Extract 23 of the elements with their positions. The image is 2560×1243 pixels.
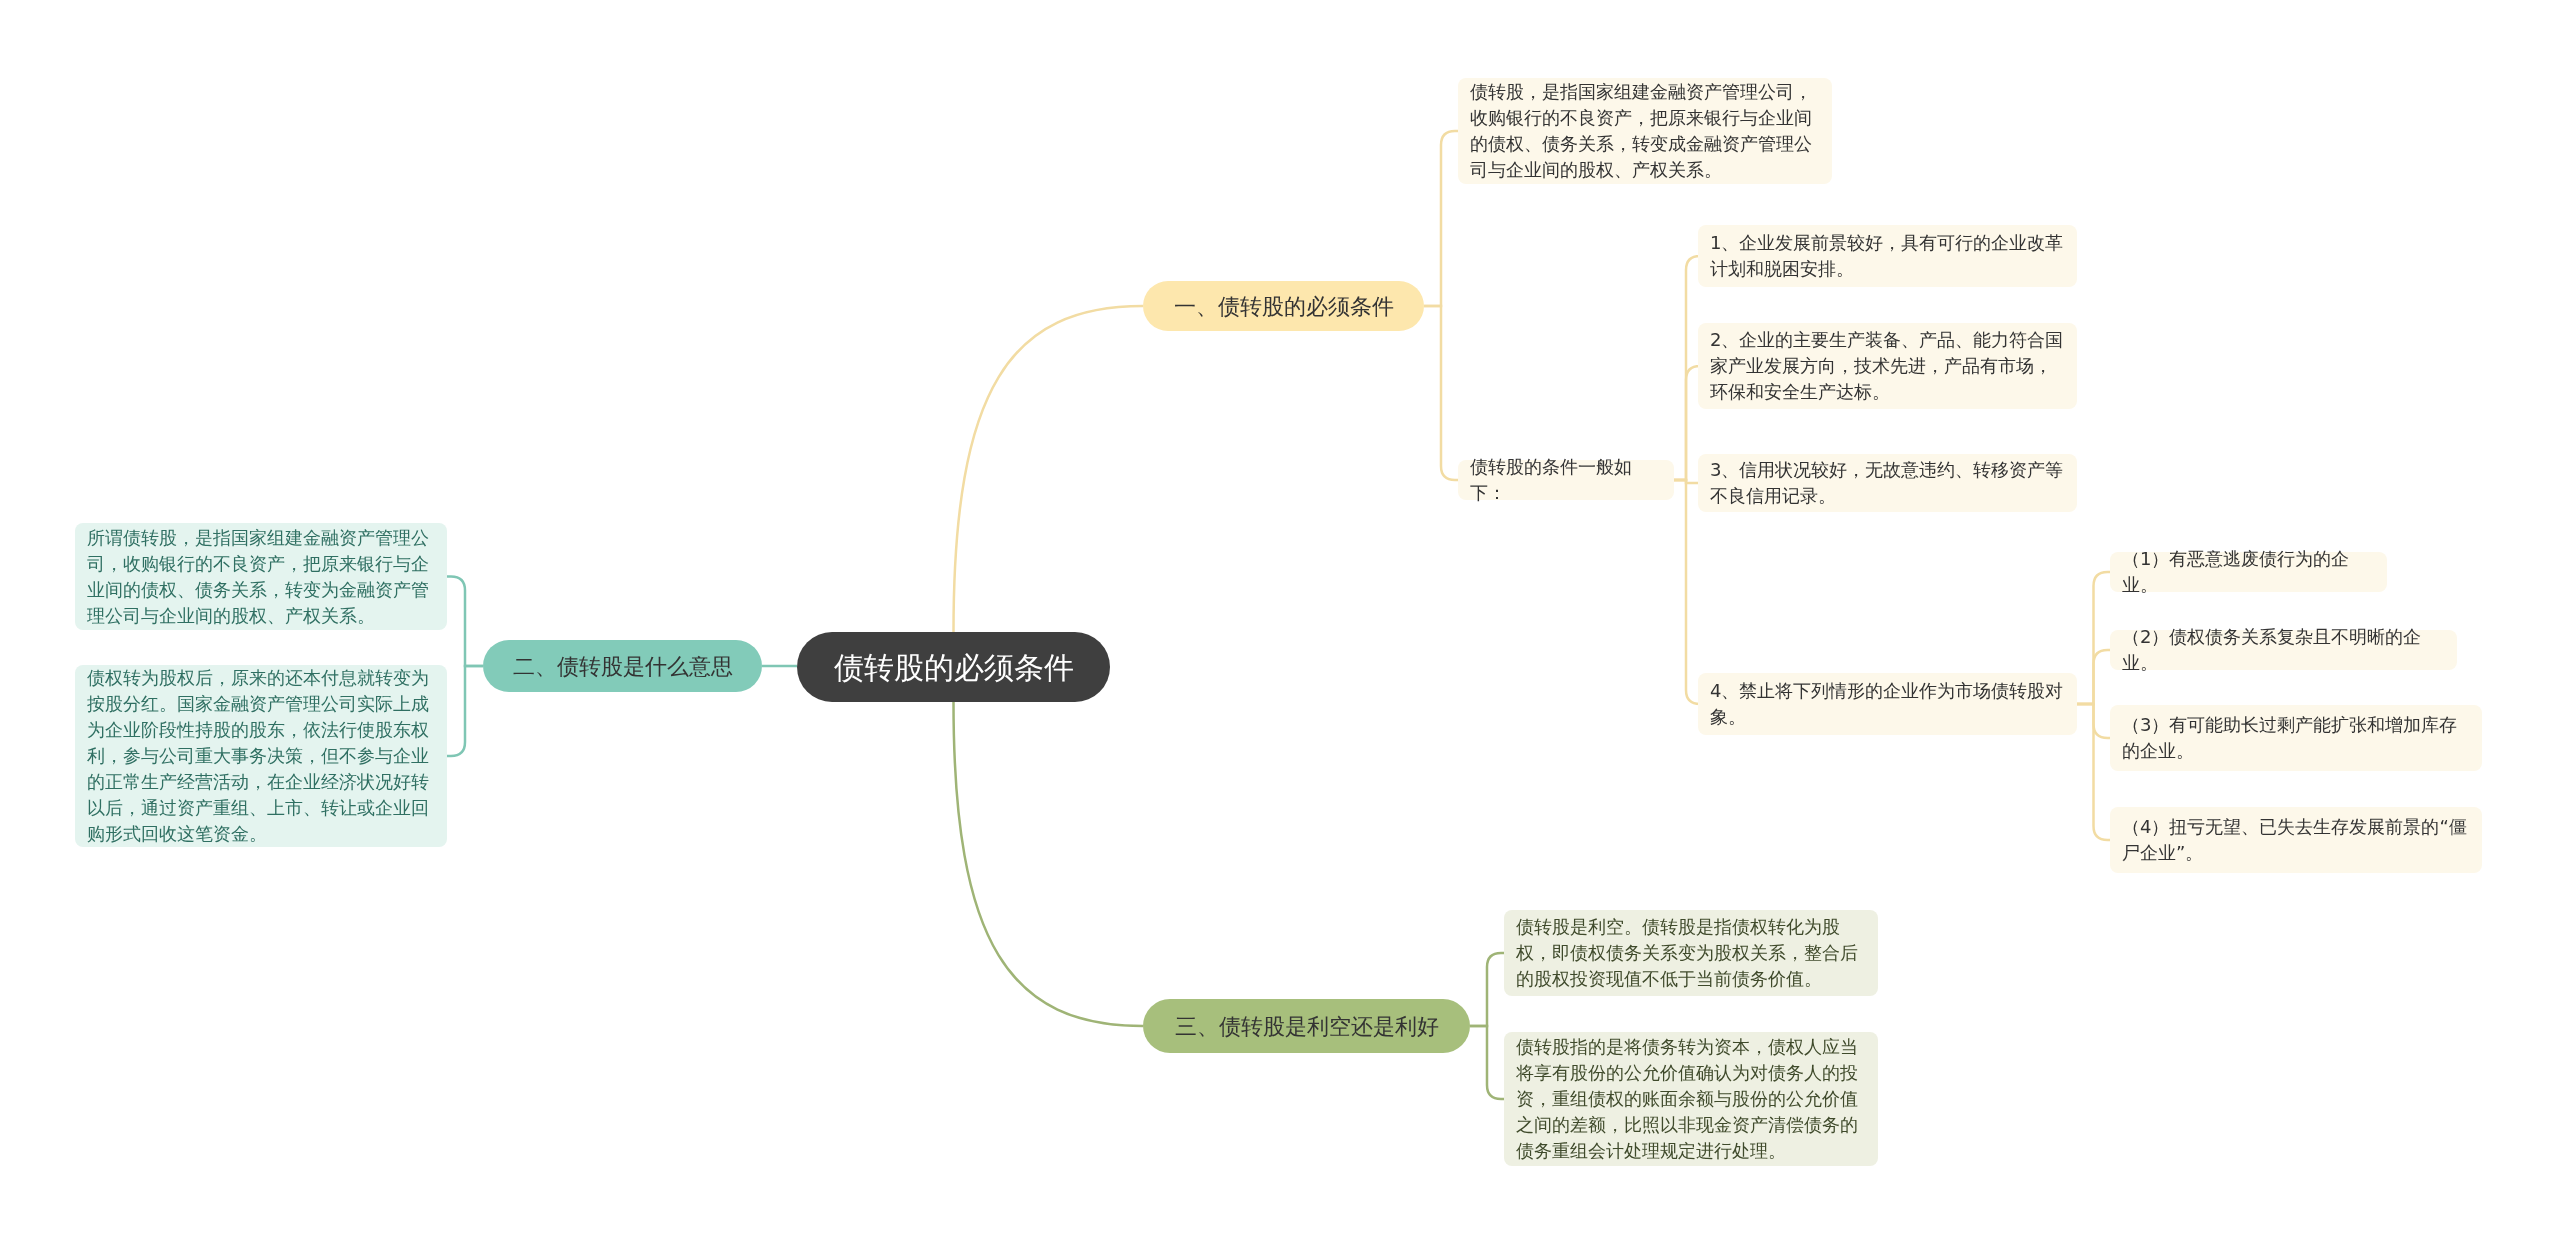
connector-line: [952, 304, 1144, 633]
branch-topic: 一、债转股的必须条件: [1143, 281, 1424, 331]
note-box: （3）有可能助长过剩产能扩张和增加库存的企业。: [2110, 705, 2482, 771]
note-box: 债转股指的是将债务转为资本，债权人应当将享有股份的公允价值确认为对债务人的投资，重组债权的账面余额与股份的公允价值之间的差额，比照以非现金资产清偿债务的债务重组会计处理规定进行处理。: [1504, 1032, 1878, 1166]
note-box: （1）有恶意逃废债行为的企业。: [2110, 552, 2387, 592]
note-box: 债权转为股权后，原来的还本付息就转变为按股分红。国家金融资产管理公司实际上成为企业阶段性持股的股东，依法行使股东权利，参与公司重大事务决策，但不参与企业的正常生产经营活动，在企业经济状况好转以后，通过资产重组、上市、转让或企业回购形式回收这笔资金。: [75, 665, 447, 847]
note-box: 债转股的条件一般如下：: [1458, 460, 1674, 500]
central-topic: 债转股的必须条件: [797, 632, 1110, 702]
note-box: 1、企业发展前景较好，具有可行的企业改革计划和脱困安排。: [1698, 225, 2077, 287]
note-box: 4、禁止将下列情形的企业作为市场债转股对象。: [1698, 673, 2077, 735]
note-box: 3、信用状况较好，无故意违约、转移资产等不良信用记录。: [1698, 454, 2077, 512]
connector-line: [1424, 304, 1458, 482]
note-box: 所谓债转股，是指国家组建金融资产管理公司，收购银行的不良资产，把原来银行与企业间的债权、债务关系，转变为金融资产管理公司与企业间的股权、产权关系。: [75, 523, 447, 630]
connector-line: [1470, 1024, 1504, 1101]
branch-topic: 三、债转股是利空还是利好: [1143, 999, 1470, 1053]
note-box: 债转股是利空。债转股是指债权转化为股权，即债权债务关系变为股权关系，整合后的股权投资现值不低于当前债务价值。: [1504, 910, 1878, 996]
branch-topic: 二、债转股是什么意思: [483, 640, 762, 692]
note-box: （4）扭亏无望、已失去生存发展前景的“僵尸企业”。: [2110, 807, 2482, 873]
note-box: （2）债权债务关系复杂且不明晰的企业。: [2110, 630, 2457, 670]
connector-line: [762, 664, 797, 668]
note-box: 债转股，是指国家组建金融资产管理公司，收购银行的不良资产，把原来银行与企业间的债权、债务关系，转变成金融资产管理公司与企业间的股权、产权关系。: [1458, 78, 1832, 184]
connector-line: [952, 701, 1144, 1028]
note-box: 2、企业的主要生产装备、产品、能力符合国家产业发展方向，技术先进，产品有市场，环保和安全生产达标。: [1698, 323, 2077, 409]
